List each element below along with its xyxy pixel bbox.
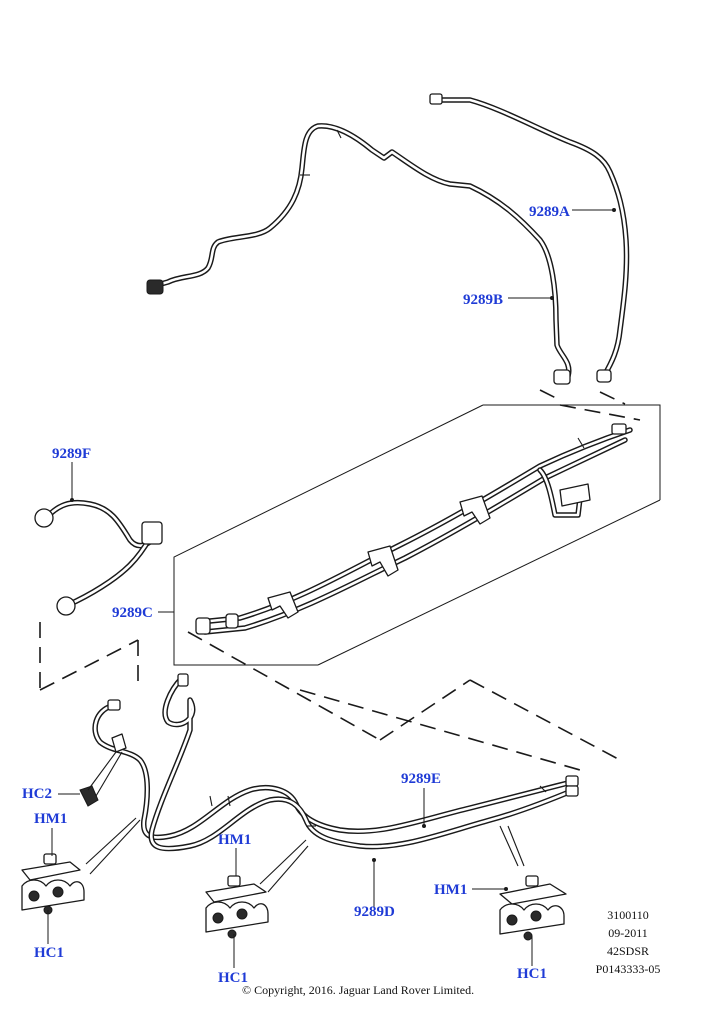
clip-stack-middle: [205, 839, 309, 939]
leader-lines: [47, 208, 616, 968]
clip-icon: [267, 591, 299, 619]
callout-hc1-left: HC1: [34, 945, 64, 961]
fitting-icon: [429, 93, 443, 105]
fitting-icon: [107, 699, 121, 711]
bracket-icon: [559, 483, 591, 507]
fitting-icon: [596, 369, 612, 383]
copyright-notice: © Copyright, 2016. Jaguar Land Rover Lim…: [242, 983, 475, 997]
fitting-icon: [34, 508, 54, 528]
illustration-reference: P0143333-05: [595, 962, 661, 976]
fitting-icon: [553, 369, 571, 385]
clip-icon: [367, 545, 399, 577]
illustration-number: 3100110: [607, 908, 649, 922]
pipe-9289e-9289d: [92, 673, 579, 852]
callout-9289e: 9289E: [401, 771, 442, 787]
fitting-icon: [565, 775, 579, 787]
callout-hc1-mid: HC1: [218, 970, 248, 986]
callout-hc2: HC2: [22, 786, 52, 802]
fitting-icon: [565, 785, 579, 797]
pipe-9289a: [429, 93, 630, 383]
callout-hm1-right: HM1: [434, 882, 468, 898]
illustration-model-code: 42SDSR: [606, 944, 650, 958]
clip-stack-right: [499, 825, 567, 941]
hc2-clip: [79, 733, 127, 807]
fitting-icon: [177, 673, 189, 687]
callout-9289a: 9289A: [529, 204, 570, 220]
fitting-icon: [56, 596, 76, 616]
clip-stack-left: [21, 817, 141, 915]
callout-hc1-right: HC1: [517, 966, 547, 982]
callout-9289b: 9289B: [463, 292, 504, 308]
fitting-icon: [225, 613, 239, 629]
illustration-date: 09-2011: [608, 926, 648, 940]
pipe-9289b: [146, 123, 572, 385]
pipe-9289c: [195, 423, 633, 635]
pipe-9289f: [34, 499, 163, 616]
callout-9289f: 9289F: [52, 446, 92, 462]
connector-icon: [141, 521, 163, 545]
callout-hm1-mid: HM1: [218, 832, 252, 848]
fitting-icon: [195, 617, 211, 635]
fitting-icon: [611, 423, 627, 435]
clip-icon: [459, 495, 491, 525]
callout-hm1-left: HM1: [34, 811, 68, 827]
fitting-icon: [146, 279, 164, 295]
callout-9289c: 9289C: [112, 605, 153, 621]
callout-9289d: 9289D: [354, 904, 395, 920]
